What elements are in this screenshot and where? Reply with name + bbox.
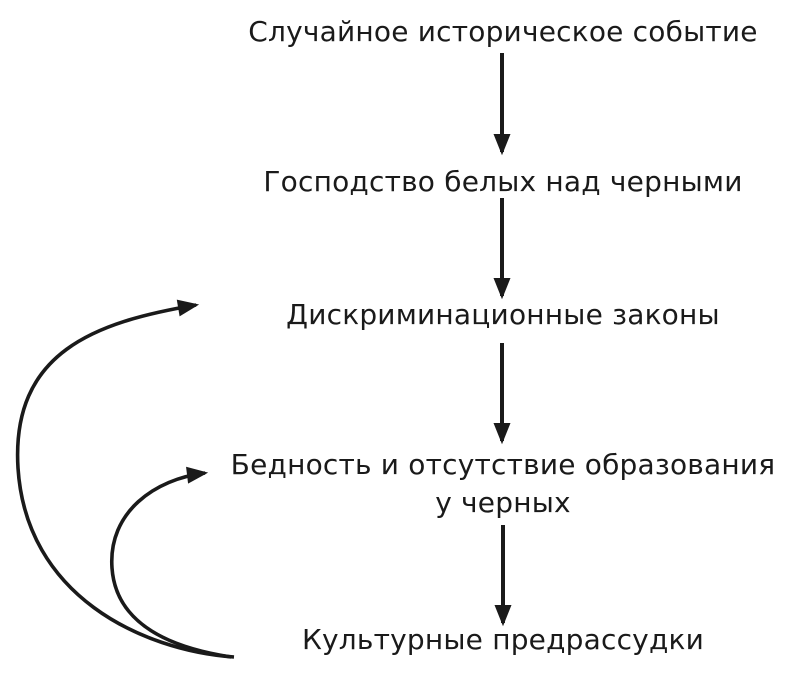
node-cultural-prejudice: Культурные предрассудки — [208, 621, 790, 659]
node-label: Господство белых над черными — [263, 165, 743, 198]
feedback-arrow-prejudice-to-poverty — [110, 466, 232, 659]
node-label: Случайное историческое событие — [248, 15, 758, 48]
node-label: Дискриминационные законы — [286, 298, 720, 331]
node-poverty-lack-of-education: Бедность и отсутствие образования у черн… — [208, 446, 790, 522]
feedback-arrow-prejudice-to-laws — [15, 299, 235, 659]
node-label: Культурные предрассудки — [301, 623, 705, 656]
node-label: Бедность и отсутствие образования — [230, 448, 776, 481]
node-discriminatory-laws: Дискриминационные законы — [208, 296, 790, 334]
node-white-dominance: Господство белых над черными — [208, 163, 790, 201]
node-random-historical-event: Случайное историческое событие — [208, 13, 790, 51]
node-label: у черных — [435, 486, 571, 519]
